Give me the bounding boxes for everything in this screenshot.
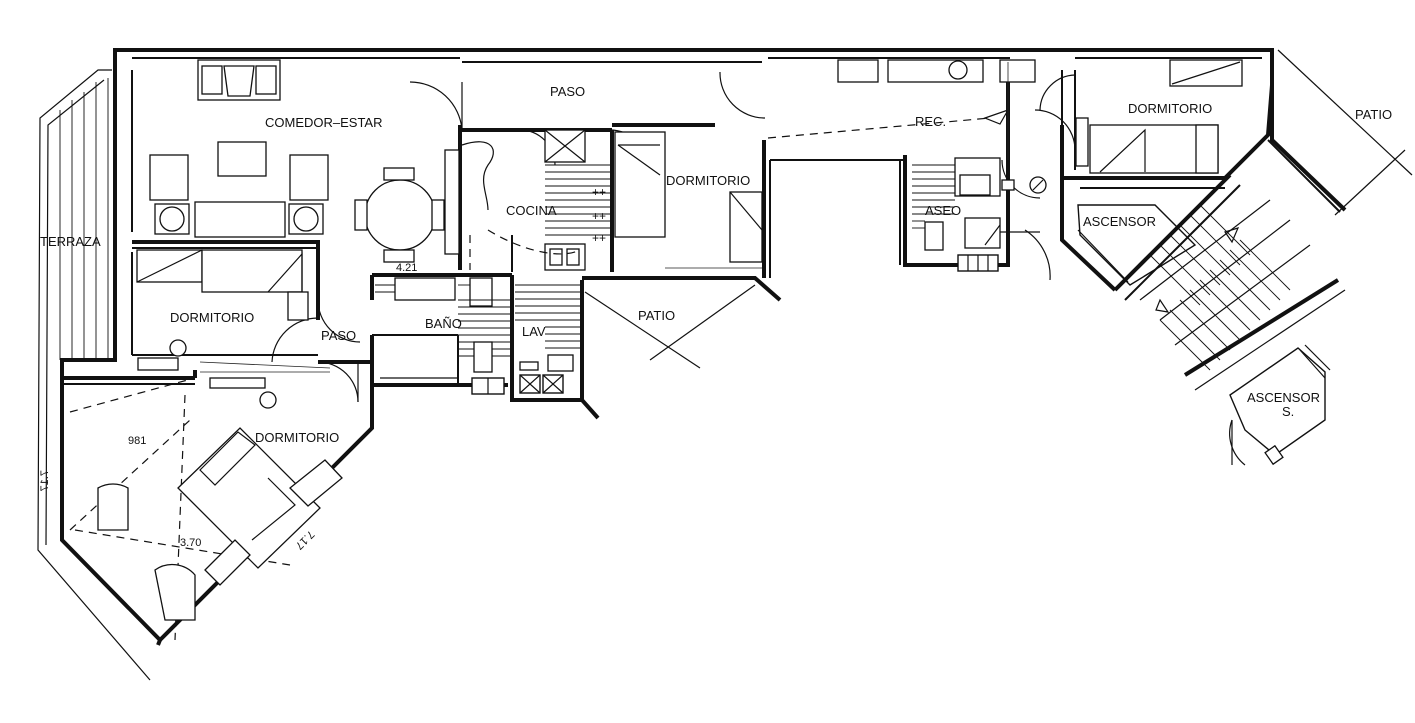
outer-walls	[37, 48, 1347, 681]
bedroom-center-furniture	[614, 131, 763, 269]
label-cocina: COCINA	[506, 203, 557, 218]
label-patio-center: PATIO	[638, 308, 675, 323]
label-aseo: ASEO	[925, 203, 961, 218]
rec-area-furniture	[767, 59, 1036, 160]
bathroom-fixtures	[375, 277, 580, 395]
dim-421: 4.21	[396, 262, 417, 274]
dim-981: 981	[128, 435, 146, 447]
label-dormitorio-main: DORMITORIO	[255, 430, 339, 445]
label-ascensor-s-line1: ASCENSOR	[1247, 390, 1320, 405]
dimension-labels: 4.21 981 3.70 7.17 7.17	[39, 262, 417, 552]
label-dormitorio-left: DORMITORIO	[170, 310, 254, 325]
label-rec: REC.	[915, 114, 946, 129]
bedroom-right-furniture	[1001, 59, 1243, 194]
label-patio-right: PATIO	[1355, 107, 1392, 122]
dim-370: 3.70	[180, 537, 201, 549]
label-bano: BAÑO	[425, 316, 462, 331]
bedroom-main-furniture	[69, 377, 343, 641]
elevator-stairs	[1077, 173, 1346, 466]
bedroom-left-furniture	[136, 249, 331, 409]
label-ascensor-top: ASCENSOR	[1083, 214, 1156, 229]
label-comedor-estar: COMEDOR–ESTAR	[265, 115, 383, 130]
label-terraza: TERRAZA	[40, 234, 101, 249]
label-dormitorio-center: DORMITORIO	[666, 173, 750, 188]
label-paso-small: PASO	[321, 328, 356, 343]
svg-text:++: ++	[592, 185, 606, 199]
terrace-hatch	[59, 78, 109, 360]
patio-right-lines	[1277, 49, 1413, 216]
aseo-fixtures	[912, 157, 1040, 272]
living-furniture	[149, 59, 460, 263]
kitchen-furniture: ++ ++ ++	[461, 129, 612, 271]
label-dormitorio-right: DORMITORIO	[1128, 101, 1212, 116]
patio-center-lines	[584, 284, 756, 369]
svg-text:++: ++	[592, 209, 606, 223]
svg-text:++: ++	[592, 231, 606, 245]
label-ascensor-s-line2: S.	[1282, 404, 1294, 419]
dim-717-vertical: 7.17	[39, 470, 51, 491]
room-labels: COMEDOR–ESTAR PASO COCINA DORMITORIO REC…	[40, 84, 1392, 445]
label-paso-top: PASO	[550, 84, 585, 99]
label-lav: LAV	[522, 324, 546, 339]
